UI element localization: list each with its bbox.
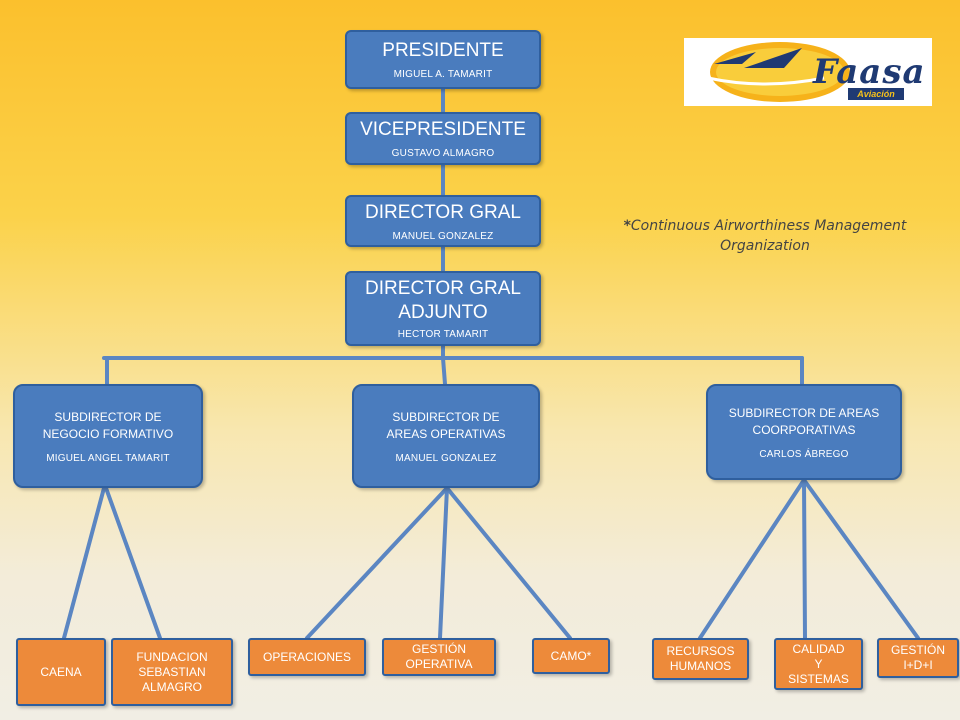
subdirector-formativo-box: SUBDIRECTOR DE NEGOCIO FORMATIVO MIGUEL … xyxy=(13,384,203,488)
subdirector-operativas-name: MANUEL GONZALEZ xyxy=(395,452,497,464)
subdirector-operativas-box: SUBDIRECTOR DE AREAS OPERATIVAS MANUEL G… xyxy=(352,384,540,488)
presidente-name: MIGUEL A. TAMARIT xyxy=(393,69,493,80)
line-sub2-gestion-operativa xyxy=(438,486,449,640)
subdirector-coorporativas-box: SUBDIRECTOR DE AREAS COORPORATIVAS CARLO… xyxy=(706,384,902,480)
logo-sub-text: Aviación xyxy=(848,88,904,100)
line-sub3-rrhh xyxy=(698,478,806,640)
subdirector-coorporativas-name: CARLOS ÁBREGO xyxy=(759,448,849,460)
presidente-box: PRESIDENTE MIGUEL A. TAMARIT xyxy=(345,30,541,89)
line-sub2-camo xyxy=(445,486,572,640)
leaf-gestion-operativa: GESTIÓN OPERATIVA xyxy=(382,638,496,676)
subdirector-coorporativas-title: SUBDIRECTOR DE AREAS COORPORATIVAS xyxy=(728,405,880,437)
faasa-emblem-icon xyxy=(707,42,850,102)
adjunto-title: DIRECTOR GRAL ADJUNTO xyxy=(365,278,521,323)
camo-footnote: *Continuous Airworthiness Management Org… xyxy=(620,216,910,256)
vicepresidente-box: VICEPRESIDENTE GUSTAVO ALMAGRO xyxy=(345,112,541,165)
leaf-calidad-sistemas: CALIDAD Y SISTEMAS xyxy=(774,638,863,690)
vicepresidente-title: VICEPRESIDENTE xyxy=(360,119,526,140)
logo-brand-text: Faasa xyxy=(813,52,926,92)
subdirector-formativo-name: MIGUEL ANGEL TAMARIT xyxy=(46,452,170,464)
line-bus-sub2 xyxy=(441,356,447,386)
footnote-text: Continuous Airworthiness Management Orga… xyxy=(630,218,907,254)
leaf-gestion-idi: GESTIÓN I+D+I xyxy=(877,638,959,678)
adjunto-name: HECTOR TAMARIT xyxy=(397,329,489,340)
line-sub3-calidad xyxy=(802,478,807,640)
leaf-camo: CAMO* xyxy=(532,638,610,674)
subdirector-operativas-title: SUBDIRECTOR DE AREAS OPERATIVAS xyxy=(386,409,506,441)
subdirector-formativo-title: SUBDIRECTOR DE NEGOCIO FORMATIVO xyxy=(42,409,174,441)
adjunto-box: DIRECTOR GRAL ADJUNTO HECTOR TAMARIT xyxy=(345,271,541,346)
leaf-operaciones: OPERACIONES xyxy=(248,638,366,676)
leaf-caena: CAENA xyxy=(16,638,106,706)
director-name: MANUEL GONZALEZ xyxy=(392,230,494,242)
line-sub1-fundacion xyxy=(104,486,162,640)
leaf-recursos-humanos: RECURSOS HUMANOS xyxy=(652,638,749,680)
director-box: DIRECTOR GRAL MANUEL GONZALEZ xyxy=(345,195,541,247)
presidente-title: PRESIDENTE xyxy=(382,40,504,61)
line-sub1-caena xyxy=(62,486,106,640)
director-title: DIRECTOR GRAL xyxy=(365,201,521,223)
line-sub2-operaciones xyxy=(305,486,449,640)
vicepresidente-name: GUSTAVO ALMAGRO xyxy=(391,148,495,159)
footnote-star: * xyxy=(623,218,631,234)
line-sub3-idi xyxy=(802,478,920,640)
leaf-fundacion: FUNDACION SEBASTIAN ALMAGRO xyxy=(111,638,233,706)
